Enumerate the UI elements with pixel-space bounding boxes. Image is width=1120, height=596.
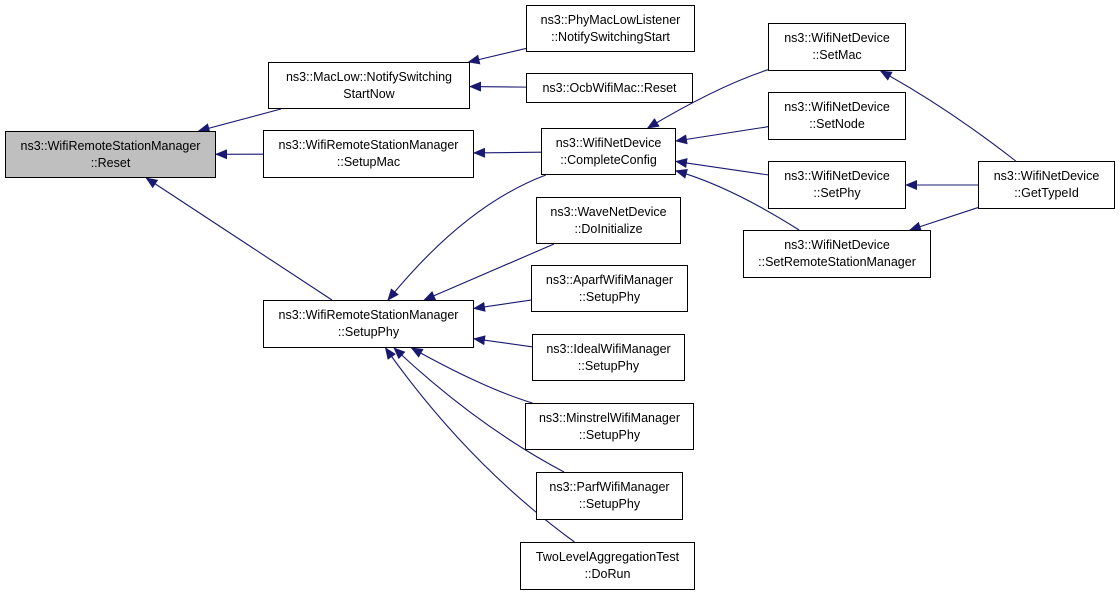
node-label-line1: ns3::PhyMacLowListener: [540, 12, 681, 27]
node-label-line1: ns3::WifiNetDevice: [993, 169, 1100, 183]
node-wifi-remote-station-manager-reset: ns3::WifiRemoteStationManager ::Reset: [5, 131, 216, 178]
node-label-line2: ::SetRemoteStationManager: [758, 255, 916, 269]
node-label-line2: ::SetMac: [812, 48, 862, 62]
edge-get_typeid-to-set_rsm: [908, 207, 979, 232]
node-ocbwifimac-reset[interactable]: ns3::OcbWifiMac::Reset: [526, 73, 693, 103]
node-label-line1: ns3::WifiRemoteStationManager: [278, 138, 459, 152]
node-aparfwifimanager-setup-phy[interactable]: ns3::AparfWifiManager ::SetupPhy: [531, 265, 688, 312]
node-wifinetdevice-complete-config[interactable]: ns3::WifiNetDevice ::CompleteConfig: [541, 128, 676, 175]
node-label-line2: ::DoRun: [584, 567, 631, 581]
edge-parf_setup-to-setup_phy: [393, 347, 565, 473]
node-label-line1: ns3::MinstrelWifiManager: [538, 410, 680, 425]
edge-complete_config-to-setup_phy: [387, 174, 547, 301]
node-label-line2: ::SetPhy: [813, 186, 861, 200]
node-label-line1: ns3::IdealWifiManager: [546, 341, 671, 356]
node-label-line2: ::SetupPhy: [578, 427, 641, 442]
node-label-line2: ::Reset: [90, 155, 131, 170]
edge-set_rsm-to-complete_config: [675, 169, 800, 231]
node-label-line2: ::CompleteConfig: [560, 152, 657, 167]
node-label-line2: ::SetupPhy: [578, 289, 641, 304]
node-label-line1: ns3::WifiNetDevice: [784, 31, 890, 45]
edge-set_phy-to-complete_config: [675, 158, 769, 176]
edge-set_node-to-complete_config: [675, 126, 769, 145]
edge-notify_switching-to-reset: [197, 108, 282, 133]
edge-minstrel_setup-to-setup_phy: [410, 347, 533, 404]
node-twolevelaggregationtest-dorun[interactable]: TwoLevelAggregationTest ::DoRun: [520, 542, 695, 590]
node-label-line1: TwoLevelAggregationTest: [535, 550, 680, 564]
node-label-line2: ::SetupPhy: [577, 358, 640, 373]
edge-phymac_notify-to-notify_switching: [467, 47, 527, 65]
edge-get_typeid-to-set_mac: [879, 70, 1017, 162]
node-label-line2: StartNow: [343, 86, 395, 101]
node-label-line1: ns3::WifiNetDevice: [555, 135, 662, 150]
edge-complete_config-to-setup_mac: [473, 147, 542, 158]
node-label-line1: ns3::ParfWifiManager: [549, 480, 670, 494]
edge-ocb_reset-to-notify_switching: [469, 81, 527, 92]
node-label-line1: ns3::WifiNetDevice: [784, 100, 890, 114]
node-label-line1: ns3::WifiNetDevice: [784, 238, 890, 252]
node-label-line1: ns3::OcbWifiMac::Reset: [542, 80, 677, 95]
node-label-line1: ns3::WaveNetDevice: [550, 204, 667, 219]
edge-aparf_setup-to-setup_phy: [473, 299, 532, 312]
node-label-line1: ns3::AparfWifiManager: [545, 272, 674, 287]
node-parfwifimanager-setup-phy[interactable]: ns3::ParfWifiManager ::SetupPhy: [536, 472, 683, 520]
node-wifinetdevice-set-node[interactable]: ns3::WifiNetDevice ::SetNode: [768, 92, 906, 140]
edge-ideal_setup-to-setup_phy: [473, 335, 533, 348]
node-wifinetdevice-set-mac[interactable]: ns3::WifiNetDevice ::SetMac: [768, 23, 906, 71]
node-label-line2: ::SetupPhy: [337, 325, 400, 339]
node-label-line2: ::GetTypeId: [1014, 186, 1079, 200]
node-label-line2: ::SetNode: [809, 117, 865, 131]
node-label-line2: ::SetupPhy: [578, 497, 641, 511]
node-wifinetdevice-get-typeid[interactable]: ns3::WifiNetDevice ::GetTypeId: [978, 161, 1115, 209]
node-minstrelwifimanager-setup-phy[interactable]: ns3::MinstrelWifiManager ::SetupPhy: [525, 403, 694, 450]
edge-wave_doinit-to-setup_phy: [423, 243, 555, 301]
node-phymaclowlistener-notify-switching-start[interactable]: ns3::PhyMacLowListener ::NotifySwitching…: [526, 5, 695, 52]
node-label-line1: ns3::MacLow::NotifySwitching: [285, 69, 453, 84]
node-label-line1: ns3::WifiRemoteStationManager: [278, 308, 459, 322]
node-label-line1: ns3::WifiNetDevice: [784, 169, 890, 183]
node-label-line2: ::NotifySwitchingStart: [551, 29, 670, 44]
node-label-line2: ::SetupMac: [336, 155, 401, 169]
edge-setup_phy-to-reset: [145, 177, 333, 301]
edge-set_mac-to-complete_config: [646, 69, 769, 129]
node-wifinetdevice-set-phy[interactable]: ns3::WifiNetDevice ::SetPhy: [768, 161, 906, 209]
node-wifi-remote-station-manager-setup-phy[interactable]: ns3::WifiRemoteStationManager ::SetupPhy: [263, 300, 474, 348]
edge-twolevel_run-to-setup_phy: [384, 347, 575, 543]
node-wifinetdevice-set-remote-station-manager[interactable]: ns3::WifiNetDevice ::SetRemoteStationMan…: [743, 230, 931, 278]
node-wavenetdevice-doinitialize[interactable]: ns3::WaveNetDevice ::DoInitialize: [536, 197, 681, 244]
node-idealwifimanager-setup-phy[interactable]: ns3::IdealWifiManager ::SetupPhy: [532, 334, 685, 381]
node-wifi-remote-station-manager-setup-mac[interactable]: ns3::WifiRemoteStationManager ::SetupMac: [263, 130, 474, 178]
node-label-line1: ns3::WifiRemoteStationManager: [20, 138, 201, 153]
node-label-line2: ::DoInitialize: [574, 221, 643, 236]
node-maclow-notify-switching-start-now[interactable]: ns3::MacLow::NotifySwitching StartNow: [268, 62, 470, 109]
